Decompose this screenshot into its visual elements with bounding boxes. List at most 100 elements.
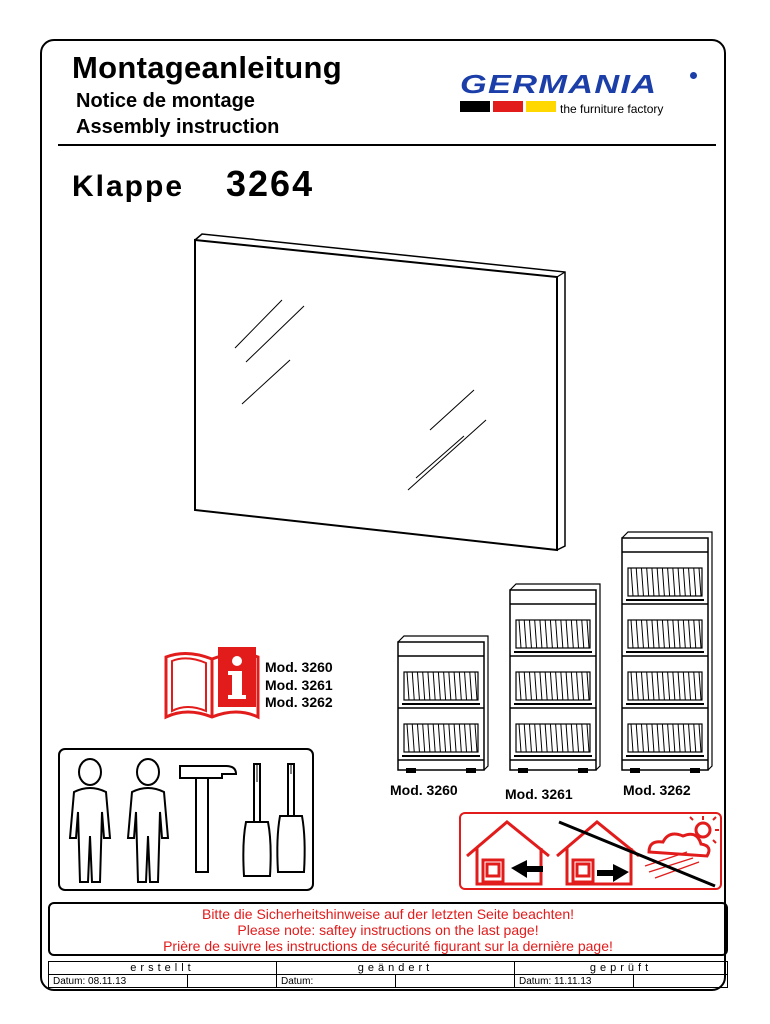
- rack-slat: [518, 723, 522, 753]
- rack-slat: [677, 723, 681, 753]
- usage-icons-box: [459, 812, 722, 890]
- rack-slat: [576, 671, 580, 701]
- rack-slat: [534, 723, 538, 753]
- rack-slat: [437, 671, 441, 701]
- shelf-rack: [627, 723, 703, 753]
- page-frame: [40, 39, 726, 991]
- rack-slat: [422, 723, 426, 753]
- rack-slat: [682, 723, 686, 753]
- rack-slat: [453, 723, 457, 753]
- shelf-label-3261: Mod. 3261: [505, 786, 573, 802]
- shelf-rack: [403, 723, 479, 753]
- shelf-foot: [518, 768, 528, 773]
- logo-bar-black: [460, 101, 490, 112]
- rack-slat: [688, 619, 692, 649]
- shelf-rack: [627, 671, 703, 701]
- rack-slat: [534, 671, 538, 701]
- checked-date-value: 11.11.13: [554, 975, 592, 987]
- rack-slat: [432, 671, 436, 701]
- title-en: Assembly instruction: [76, 116, 280, 138]
- rack-slat: [432, 723, 436, 753]
- rack-slat: [458, 723, 462, 753]
- title-de: Montageanleitung: [72, 50, 343, 85]
- created-initials: [187, 974, 277, 988]
- created-date-label: Datum:: [53, 975, 86, 987]
- rack-slat: [688, 567, 692, 597]
- shelf-rack: [515, 723, 591, 753]
- rack-slat: [635, 567, 639, 597]
- rack-slat: [635, 619, 639, 649]
- rack-slat: [581, 619, 585, 649]
- model-list-item: Mod. 3262: [265, 694, 333, 710]
- rack-slat: [539, 619, 543, 649]
- rack-slat: [640, 723, 644, 753]
- rack-slat: [661, 671, 665, 701]
- model-list-item: Mod. 3260: [265, 659, 333, 675]
- rack-slat: [570, 619, 574, 649]
- rack-slat: [570, 671, 574, 701]
- rack-slat: [534, 619, 538, 649]
- rack-slat: [646, 671, 650, 701]
- created-label: erstellt: [48, 961, 277, 975]
- brand-logo: GERMANIA: [460, 69, 658, 99]
- rack-slat: [539, 723, 543, 753]
- rack-slat: [427, 671, 431, 701]
- rack-slat: [646, 619, 650, 649]
- rack-slat: [677, 619, 681, 649]
- rack-slat: [682, 619, 686, 649]
- rack-slat: [661, 567, 665, 597]
- created-date: Datum: 08.11.13: [48, 974, 188, 988]
- rack-slat: [630, 723, 634, 753]
- no-outdoor-use-icon: [556, 816, 719, 888]
- rack-slat: [458, 671, 462, 701]
- rack-slat: [555, 619, 559, 649]
- title-fr: Notice de montage: [76, 90, 255, 112]
- rack-slat: [693, 723, 697, 753]
- rack-slat: [672, 567, 676, 597]
- rack-slat: [661, 723, 665, 753]
- rack-slat: [646, 567, 650, 597]
- rack-slat: [682, 671, 686, 701]
- rack-slat: [698, 619, 702, 649]
- rack-slat: [635, 723, 639, 753]
- rack-slat: [474, 671, 478, 701]
- shelf-foot: [690, 768, 700, 773]
- rack-slat: [528, 723, 532, 753]
- rack-slat: [651, 567, 655, 597]
- rack-slat: [640, 671, 644, 701]
- rack-slat: [682, 567, 686, 597]
- rack-slat: [656, 619, 660, 649]
- shelf-unit-side: [397, 635, 489, 771]
- logo-bar-yellow: [526, 101, 556, 112]
- rack-slat: [677, 567, 681, 597]
- shelf-foot: [578, 768, 588, 773]
- rack-slat: [656, 671, 660, 701]
- created-date-value: 08.11.13: [88, 975, 127, 987]
- rack-slat: [528, 671, 532, 701]
- hammer-icon: [179, 765, 238, 873]
- indoor-use-icon: [466, 820, 550, 886]
- rack-slat: [411, 671, 415, 701]
- rack-slat: [672, 619, 676, 649]
- rack-slat: [555, 671, 559, 701]
- rack-slat: [698, 723, 702, 753]
- screwdriver-icon: [242, 763, 306, 877]
- shelf-foot: [406, 768, 416, 773]
- tools-box: [58, 748, 314, 891]
- rack-slat: [688, 671, 692, 701]
- rack-slat: [693, 567, 697, 597]
- rack-slat: [698, 671, 702, 701]
- rack-slat: [523, 619, 527, 649]
- shelf-rack: [515, 619, 591, 649]
- safety-notice-fr: Prière de suivre les instructions de séc…: [163, 938, 613, 954]
- rack-slat: [581, 671, 585, 701]
- rack-slat: [586, 619, 590, 649]
- checked-initials: [633, 974, 728, 988]
- rack-slat: [640, 567, 644, 597]
- rack-slat: [448, 723, 452, 753]
- logo-tagline: the furniture factory: [560, 102, 664, 116]
- rack-slat: [464, 723, 468, 753]
- rack-slat: [698, 567, 702, 597]
- rack-slat: [635, 671, 639, 701]
